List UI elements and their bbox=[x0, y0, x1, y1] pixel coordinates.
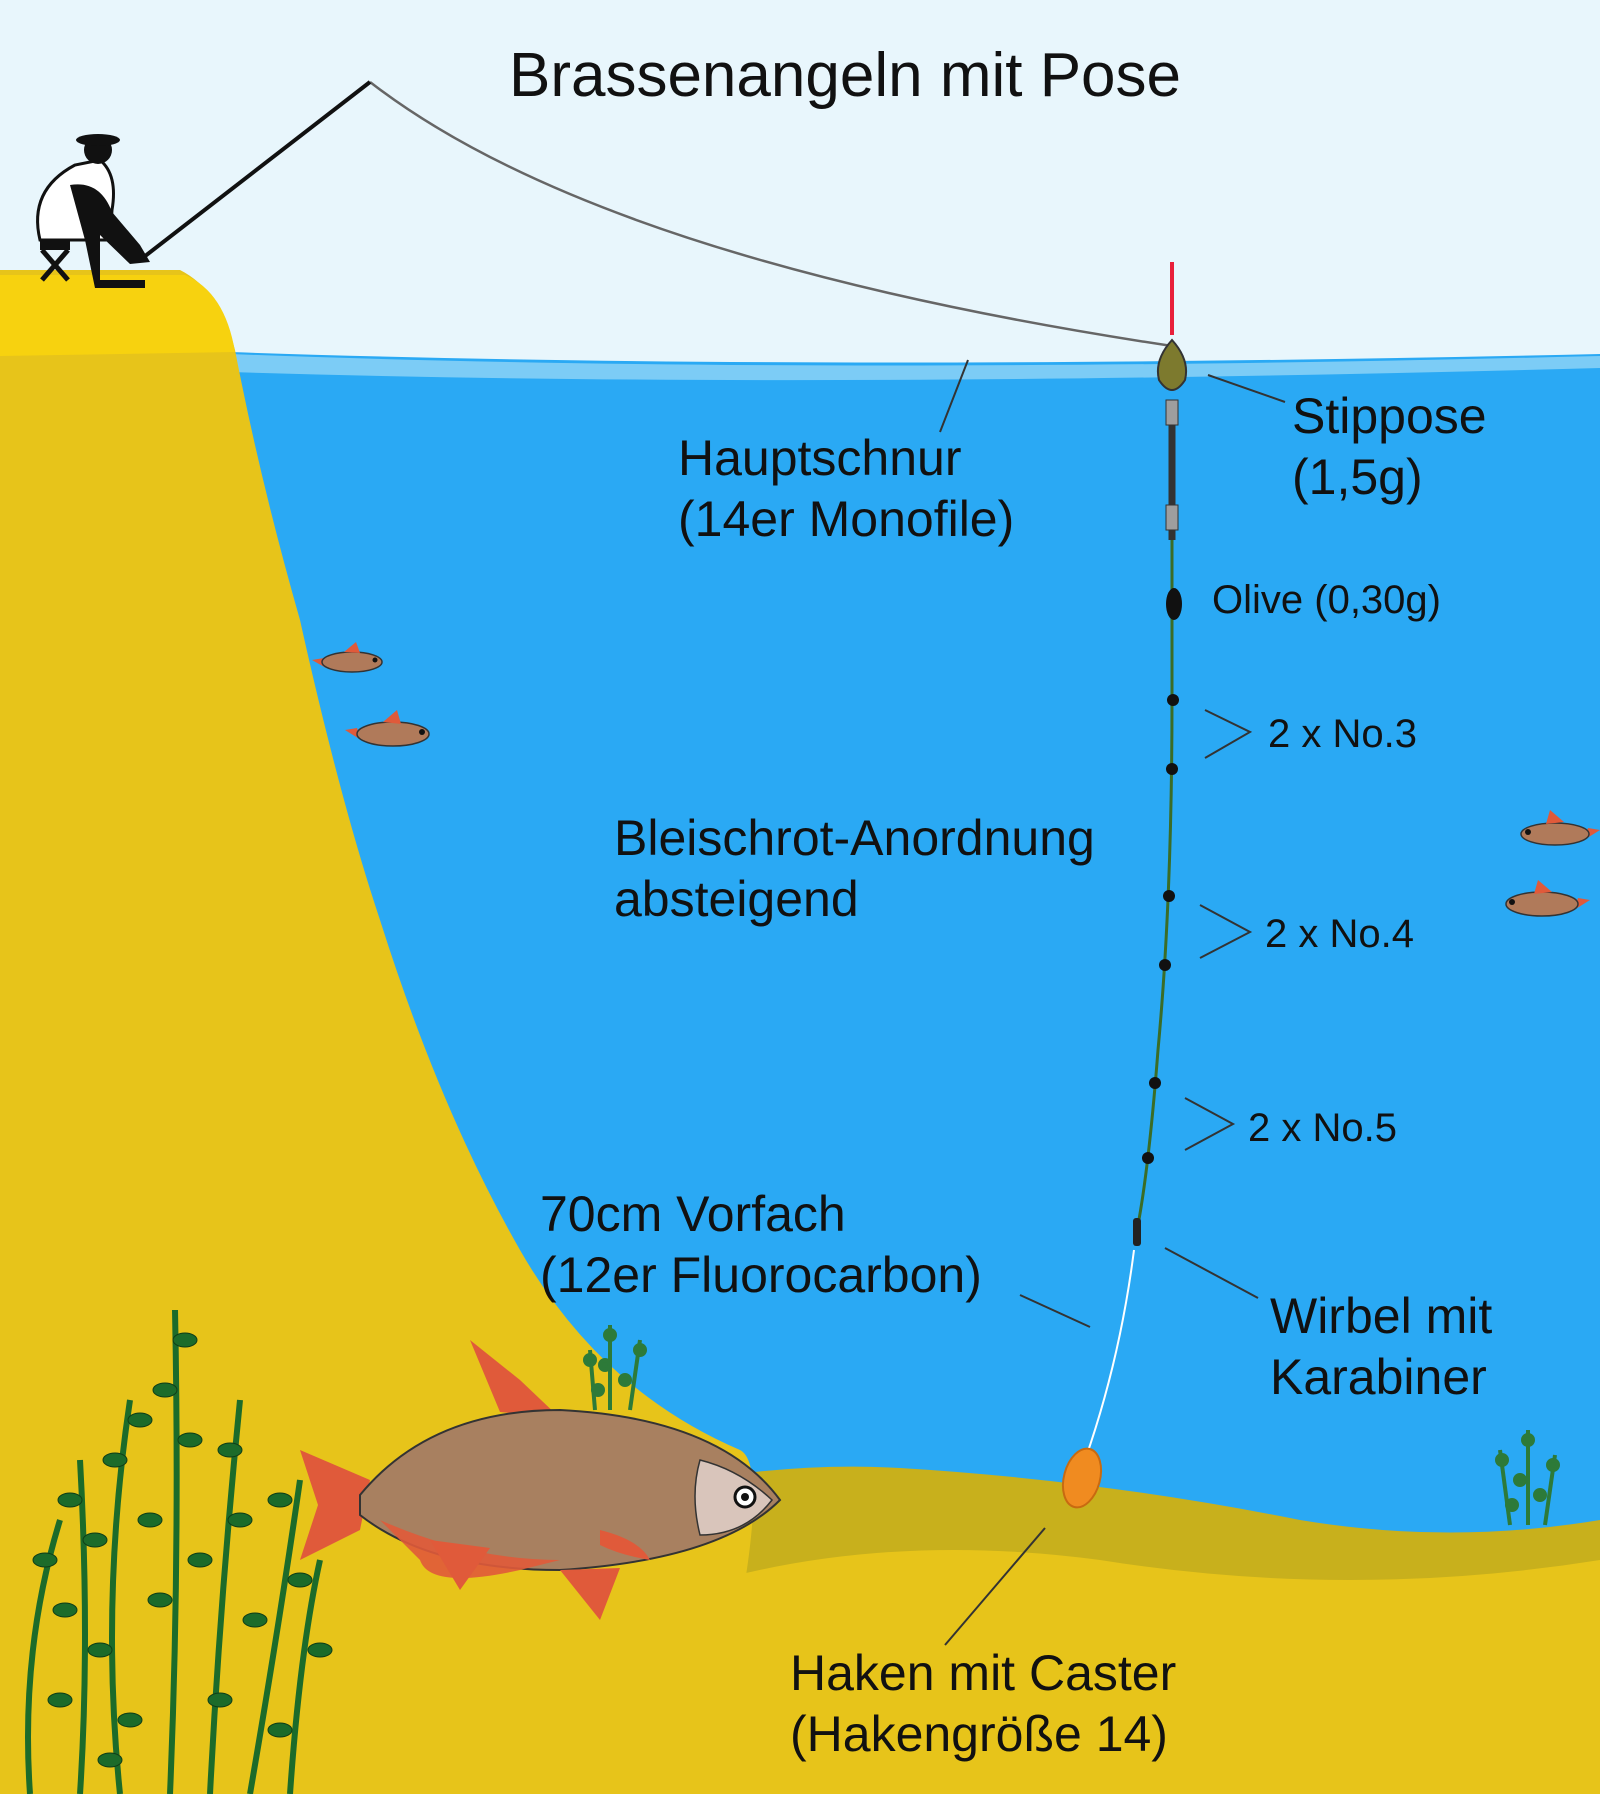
label-haken-line2: (Hakengröße 14) bbox=[790, 1706, 1168, 1762]
small-fish-icon bbox=[1520, 810, 1600, 846]
label-haken: Haken mit Caster (Hakengröße 14) bbox=[790, 1643, 1176, 1765]
label-bleischrot: Bleischrot-Anordnung absteigend bbox=[614, 808, 1095, 930]
label-hauptschnur: Hauptschnur (14er Monofile) bbox=[678, 428, 1014, 550]
float-body bbox=[1156, 338, 1188, 391]
label-haken-line1: Haken mit Caster bbox=[790, 1645, 1177, 1701]
water-plant-leaves bbox=[32, 1332, 333, 1768]
water-surface-highlight bbox=[230, 354, 1600, 381]
label-shot-no5: 2 x No.5 bbox=[1248, 1106, 1397, 1150]
water-plant-icon bbox=[1495, 1430, 1560, 1526]
pointer-hauptschnur bbox=[939, 359, 969, 433]
main-line bbox=[369, 81, 1173, 348]
small-fish-icon bbox=[345, 710, 430, 747]
label-vorfach: 70cm Vorfach (12er Fluorocarbon) bbox=[540, 1184, 982, 1306]
bream-fish-icon bbox=[300, 1340, 782, 1620]
label-bleischrot-line1: Bleischrot-Anordnung bbox=[614, 810, 1095, 866]
split-shot bbox=[1163, 890, 1175, 902]
bank-top bbox=[0, 275, 235, 356]
bracket-no5 bbox=[1184, 1097, 1236, 1151]
split-shot bbox=[1142, 1152, 1154, 1164]
label-olive: Olive (0,30g) bbox=[1212, 578, 1441, 622]
fishing-rod bbox=[138, 80, 372, 262]
label-hauptschnur-line2: (14er Monofile) bbox=[678, 491, 1015, 547]
pointer-vorfach bbox=[1019, 1294, 1091, 1328]
label-shot-no4: 2 x No.4 bbox=[1265, 912, 1414, 956]
diagram-title: Brassenangeln mit Pose bbox=[508, 41, 1182, 110]
angler-icon bbox=[36, 134, 150, 288]
label-vorfach-line2: (12er Fluorocarbon) bbox=[540, 1247, 982, 1303]
split-shot bbox=[1159, 959, 1171, 971]
caster-bait bbox=[1061, 1447, 1103, 1509]
pointer-wirbel bbox=[1164, 1247, 1259, 1299]
pointer-haken bbox=[944, 1527, 1046, 1646]
label-wirbel-line2: Karabiner bbox=[1270, 1349, 1487, 1405]
split-shot bbox=[1167, 694, 1179, 706]
label-vorfach-line1: 70cm Vorfach bbox=[540, 1186, 846, 1242]
water-plant-icon bbox=[25, 1309, 323, 1794]
label-bleischrot-line2: absteigend bbox=[614, 871, 859, 927]
label-wirbel-line1: Wirbel mit bbox=[1270, 1288, 1493, 1344]
split-shot bbox=[1149, 1077, 1161, 1089]
label-hauptschnur-line1: Hauptschnur bbox=[678, 430, 962, 486]
rig-line bbox=[1133, 540, 1174, 1241]
lake-bottom-sand bbox=[500, 1550, 1600, 1794]
swivel bbox=[1133, 1218, 1141, 1246]
small-fish-icon bbox=[1505, 880, 1590, 917]
olive-weight bbox=[1166, 588, 1182, 620]
label-stippose: Stippose (1,5g) bbox=[1292, 386, 1487, 508]
label-stippose-line1: Stippose bbox=[1292, 388, 1487, 444]
bracket-no3 bbox=[1204, 709, 1253, 759]
water-plant-icon bbox=[583, 1325, 647, 1411]
bracket-no4 bbox=[1199, 904, 1253, 959]
sky bbox=[0, 0, 1600, 360]
split-shot bbox=[1166, 763, 1178, 775]
label-shot-no3: 2 x No.3 bbox=[1268, 712, 1417, 756]
small-fish-icon bbox=[312, 642, 383, 673]
label-wirbel: Wirbel mit Karabiner bbox=[1270, 1286, 1492, 1408]
leader-line bbox=[1084, 1249, 1135, 1461]
label-stippose-line2: (1,5g) bbox=[1292, 449, 1423, 505]
pointer-stippose bbox=[1207, 374, 1286, 403]
